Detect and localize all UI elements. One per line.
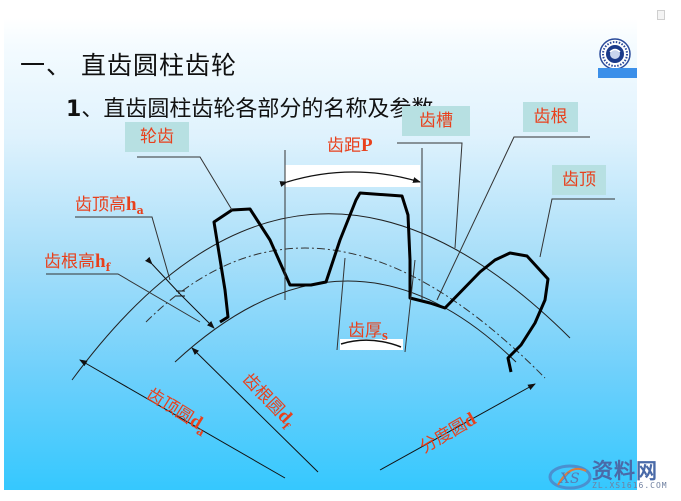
watermark-main-text: 资料网	[592, 459, 658, 483]
dedendum-dimension	[179, 293, 215, 329]
subtitle-number: 1	[66, 97, 82, 122]
leader-addendum	[75, 216, 171, 281]
label-tooth-root: 齿根	[523, 102, 578, 132]
label-gear-tooth: 轮齿	[125, 122, 189, 152]
addendum-dimension	[145, 256, 181, 295]
gear-diagram	[46, 136, 615, 479]
thickness-arc-dimension	[340, 339, 402, 348]
page-title: 一、 直齿圆柱齿轮	[20, 51, 237, 80]
subtitle-text: 、直齿圆柱齿轮各部分的名称及参数	[81, 97, 434, 122]
label-pitch: 齿距P	[327, 135, 373, 156]
root-circle-arc	[174, 280, 517, 363]
label-tooth-space: 齿槽	[402, 106, 470, 136]
pitch-dimension-bg	[285, 165, 420, 187]
leader-tooth-root	[436, 136, 590, 301]
leader-dedendum	[46, 273, 201, 323]
leader-tooth-tip	[539, 198, 615, 258]
emblem-icon	[599, 38, 631, 70]
school-logo	[598, 38, 637, 78]
watermark: XS 资料网 ZL.XS1616.COM	[546, 455, 676, 493]
pitch-arc-dimension	[279, 171, 421, 187]
window-corner-box	[657, 10, 665, 20]
slide: 一、 直齿圆柱齿轮 1、直齿圆柱齿轮各部分的名称及参数	[4, 18, 637, 490]
leader-gear-tooth	[137, 156, 233, 211]
root-diameter-line	[191, 347, 319, 473]
watermark-logo-icon: XS	[548, 464, 592, 490]
thickness-ext-right	[404, 259, 416, 353]
page-subtitle: 1、直齿圆柱齿轮各部分的名称及参数	[66, 91, 433, 123]
thickness-ext-left	[336, 257, 346, 351]
tip-circle-arc	[71, 213, 571, 381]
logo-bar	[598, 68, 637, 78]
pitch-diameter-line	[379, 383, 536, 471]
tip-diameter-line	[79, 359, 286, 479]
label-addendum: 齿顶高ha	[75, 194, 144, 217]
label-tooth-thickness: 齿厚s	[348, 321, 388, 344]
watermark-sub-text: ZL.XS1616.COM	[592, 481, 668, 490]
label-tooth-tip: 齿顶	[552, 165, 606, 195]
gear-teeth-outline	[212, 191, 550, 373]
label-dedendum: 齿根高hf	[44, 251, 111, 274]
thickness-dimension-bg	[340, 339, 403, 350]
svg-text:XS: XS	[559, 471, 580, 487]
leader-tooth-space	[397, 142, 463, 249]
